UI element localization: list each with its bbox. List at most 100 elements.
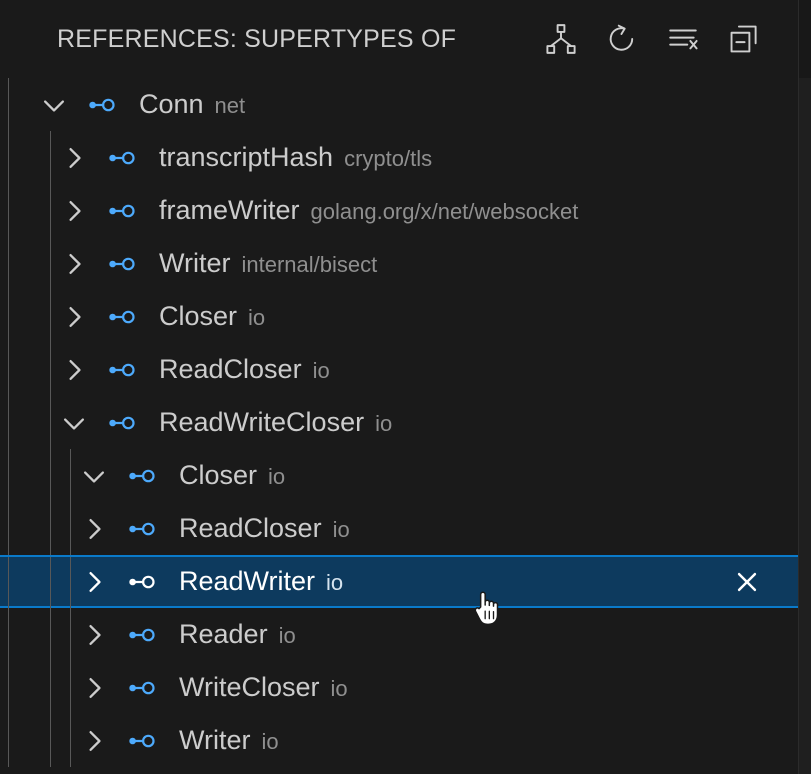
tree-row[interactable]: frameWriter golang.org/x/net/websocket xyxy=(0,184,798,237)
tree-row-detail: internal/bisect xyxy=(241,252,378,277)
header-actions xyxy=(541,0,764,78)
indent-guide xyxy=(8,343,9,396)
clear-all-button[interactable] xyxy=(663,19,703,59)
panel-edge-top xyxy=(799,0,811,78)
chevron-right-icon[interactable] xyxy=(58,195,90,227)
interface-symbol-icon xyxy=(128,624,158,646)
interface-symbol-icon xyxy=(128,571,158,593)
tree-row-name: ReadWriteCloser xyxy=(159,407,365,437)
tree-row-detail: io xyxy=(278,623,296,648)
tree-row[interactable]: transcriptHash crypto/tls xyxy=(0,131,798,184)
tree-row[interactable]: ReadCloser io xyxy=(0,502,798,555)
indent-guide xyxy=(8,502,9,555)
tree-row[interactable]: ReadCloser io xyxy=(0,343,798,396)
refresh-button[interactable] xyxy=(602,19,642,59)
chevron-down-icon[interactable] xyxy=(78,460,110,492)
tree-row-name: ReadCloser xyxy=(159,354,302,384)
tree-row-name: transcriptHash xyxy=(159,142,334,172)
tree-row-labels: frameWriter golang.org/x/net/websocket xyxy=(159,197,578,224)
interface-symbol-icon xyxy=(108,306,138,328)
indent-guide xyxy=(50,396,51,449)
collapse-all-icon xyxy=(727,22,761,56)
close-icon[interactable] xyxy=(730,565,764,599)
indent-guide xyxy=(50,131,51,184)
indent-guide xyxy=(50,184,51,237)
chevron-right-icon[interactable] xyxy=(78,672,110,704)
interface-symbol-icon xyxy=(108,200,138,222)
chevron-right-icon[interactable] xyxy=(58,142,90,174)
tree-row-detail: golang.org/x/net/websocket xyxy=(310,199,579,224)
tree-row-name: WriteCloser xyxy=(179,672,320,702)
indent-guide xyxy=(8,449,9,502)
chevron-down-icon[interactable] xyxy=(38,89,70,121)
indent-guide xyxy=(70,449,71,502)
chevron-down-icon[interactable] xyxy=(58,407,90,439)
chevron-right-icon[interactable] xyxy=(58,248,90,280)
indent-guide xyxy=(70,661,71,714)
show-type-hierarchy-button[interactable] xyxy=(541,19,581,59)
chevron-right-icon[interactable] xyxy=(58,354,90,386)
indent-guide xyxy=(50,237,51,290)
indent-guide xyxy=(70,557,71,610)
tree-row-name: Conn xyxy=(139,89,204,119)
tree-row-name: Closer xyxy=(179,460,258,490)
type-hierarchy-icon xyxy=(544,22,578,56)
indent-guide xyxy=(8,661,9,714)
indent-guide xyxy=(8,608,9,661)
panel-title: REFERENCES: SUPERTYPES OF xyxy=(57,24,457,53)
interface-symbol-icon xyxy=(128,465,158,487)
chevron-right-icon[interactable] xyxy=(78,566,110,598)
indent-guide xyxy=(8,396,9,449)
tree-row-labels: transcriptHash crypto/tls xyxy=(159,144,432,171)
interface-symbol-icon xyxy=(108,147,138,169)
indent-guide xyxy=(70,608,71,661)
tree-row[interactable]: Writer internal/bisect xyxy=(0,237,798,290)
interface-symbol-icon xyxy=(108,359,138,381)
tree-row-detail: crypto/tls xyxy=(344,146,433,171)
indent-guide xyxy=(8,237,9,290)
tree-row-labels: ReadCloser io xyxy=(159,356,330,383)
indent-guide xyxy=(8,131,9,184)
tree-row-name: frameWriter xyxy=(159,195,300,225)
collapse-all-button[interactable] xyxy=(724,19,764,59)
indent-guide xyxy=(8,184,9,237)
chevron-right-icon[interactable] xyxy=(58,301,90,333)
chevron-right-icon[interactable] xyxy=(78,619,110,651)
tree-row-detail: io xyxy=(248,305,266,330)
indent-guide xyxy=(50,608,51,661)
tree-row-labels: ReadCloser io xyxy=(179,515,350,542)
tree-row-name: ReadCloser xyxy=(179,513,322,543)
tree-row-labels: Writer internal/bisect xyxy=(159,250,377,277)
indent-guide xyxy=(8,290,9,343)
indent-guide xyxy=(50,343,51,396)
indent-guide xyxy=(50,502,51,555)
indent-guide xyxy=(70,714,71,767)
tree-row-detail: io xyxy=(332,517,350,542)
indent-guide xyxy=(50,290,51,343)
chevron-right-icon[interactable] xyxy=(78,725,110,757)
indent-guide xyxy=(8,714,9,767)
tree-row-detail: io xyxy=(312,358,330,383)
indent-guide xyxy=(50,661,51,714)
interface-symbol-icon xyxy=(108,253,138,275)
chevron-right-icon[interactable] xyxy=(78,513,110,545)
tree-row-name: Writer xyxy=(159,248,231,278)
indent-guide xyxy=(50,557,51,610)
indent-guide xyxy=(8,78,9,131)
